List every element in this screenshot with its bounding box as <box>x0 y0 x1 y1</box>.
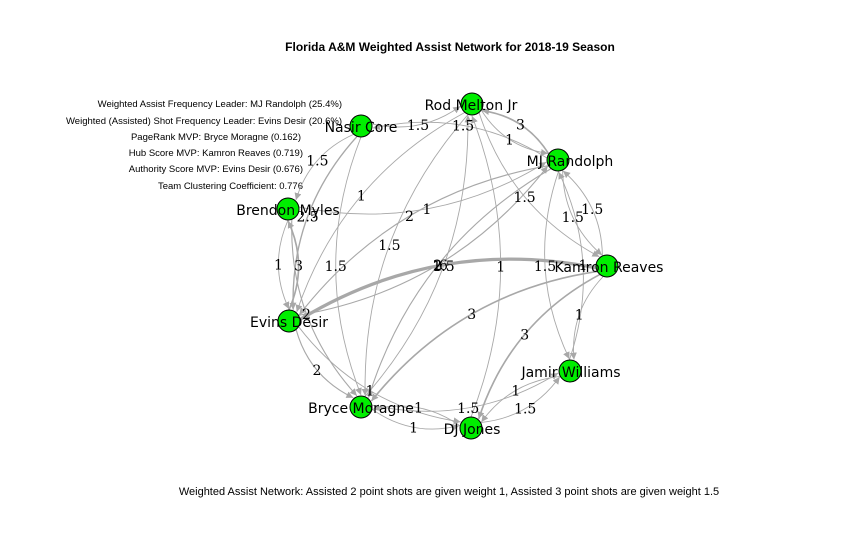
edges-layer <box>277 105 604 431</box>
edge-kamron-to-mj <box>562 170 603 257</box>
edge-weight-label: 2 <box>312 363 321 379</box>
edge-rod-to-kamron <box>478 112 600 258</box>
stat-authority-score-mvp: Authority Score MVP: Evins Desir (0.676) <box>129 164 303 175</box>
edge-weight-label: 2 <box>302 307 311 323</box>
edge-evins-to-bryce <box>295 329 354 399</box>
node-evins <box>277 309 301 333</box>
edge-weight-label: 1 <box>511 383 520 399</box>
edge-dj-to-jamir <box>480 376 560 423</box>
edge-mj-to-kamron <box>562 169 603 256</box>
edge-weight-label: 1.5 <box>534 259 556 275</box>
node-mj <box>546 148 570 172</box>
edge-evins-to-mj <box>298 165 549 316</box>
edge-weight-label: 1.5 <box>306 154 328 170</box>
edge-rod-to-mj <box>480 109 549 156</box>
stat-shot-frequency-leader: Weighted (Assisted) Shot Frequency Leade… <box>66 116 342 127</box>
edge-nasir-to-brendon <box>294 133 354 201</box>
edge-weight-label: 1 <box>414 401 423 417</box>
node-nasir <box>349 114 373 138</box>
node-label-jamir: Jamir Williams <box>520 365 620 381</box>
edge-bryce-to-jamir <box>371 372 559 412</box>
edge-jamir-to-mj <box>558 171 584 361</box>
stat-assist-frequency-leader: Weighted Assist Frequency Leader: MJ Ran… <box>98 99 342 110</box>
node-label-dj: DJ Jones <box>444 422 501 438</box>
edge-weight-label: 1.5 <box>513 190 535 206</box>
stats-panel: Weighted Assist Frequency Leader: MJ Ran… <box>66 99 342 192</box>
edge-mj-to-rod <box>481 108 550 155</box>
edge-weight-label: 1 <box>505 133 514 149</box>
edge-weight-label: 1.5 <box>407 118 429 134</box>
node-jamir <box>558 359 582 383</box>
edge-weight-label: 1.5 <box>452 118 474 134</box>
edge-weight-label: 1 <box>357 189 366 205</box>
edge-weight-label: 1 <box>579 258 588 274</box>
edge-weight-label: 1.5 <box>562 210 584 226</box>
stat-hub-score-mvp: Hub Score MVP: Kamron Reaves (0.719) <box>129 148 303 159</box>
edge-mj-to-nasir <box>372 121 548 159</box>
edge-weight-label: 3 <box>467 307 476 323</box>
node-label-brendon: Brendon Myles <box>236 203 339 219</box>
edge-mj-to-evins <box>298 165 549 316</box>
edge-weight-label: 3 <box>516 118 525 134</box>
edge-evins-to-brendon <box>287 220 300 311</box>
edge-dj-to-rod <box>470 115 502 418</box>
edge-weight-label: 3 <box>520 327 529 343</box>
node-label-mj: MJ Randolph <box>527 154 614 170</box>
node-kamron <box>595 254 619 278</box>
edge-weight-label: 1 <box>365 384 374 400</box>
node-bryce <box>349 395 373 419</box>
edge-bryce-to-rod <box>364 115 472 397</box>
node-label-kamron: Kamron Reaves <box>555 260 664 276</box>
edge-weight-label: 1.5 <box>514 402 536 418</box>
network-caption: Weighted Assist Network: Assisted 2 poin… <box>179 486 719 498</box>
edge-weight-label: 1.5 <box>581 202 603 218</box>
edge-weight-label: 1 <box>422 202 431 218</box>
edge-weight-label: 2 <box>433 258 442 274</box>
edge-nasir-to-bryce <box>335 136 362 396</box>
node-label-evins: Evins Desir <box>250 315 328 331</box>
edge-kamron-to-jamir <box>569 276 604 360</box>
node-label-bryce: Bryce Moragne <box>308 401 414 417</box>
edge-nasir-to-evins <box>289 135 358 310</box>
edge-rod-to-evins <box>295 112 466 312</box>
edge-weight-label: 1 <box>409 420 418 436</box>
edge-weight-label: 1 <box>496 260 505 276</box>
edge-weight-label: 3 <box>294 258 303 274</box>
edge-nasir-to-rod <box>371 105 461 128</box>
edge-weight-label: 1 <box>575 308 584 324</box>
node-rod <box>460 92 484 116</box>
edge-brendon-to-mj <box>298 161 547 215</box>
edge-jamir-to-dj <box>481 376 561 423</box>
edge-weight-label: 1.5 <box>325 259 347 275</box>
stat-pagerank-mvp: PageRank MVP: Bryce Moragne (0.162) <box>131 132 301 143</box>
node-brendon <box>276 197 300 221</box>
edge-kamron-to-bryce <box>370 270 598 402</box>
edge-mj-to-jamir <box>544 170 570 360</box>
chart-title: Florida A&M Weighted Assist Network for … <box>285 40 615 54</box>
edge-kamron-to-dj <box>477 273 601 420</box>
edge-weight-label: 1.5 <box>378 238 400 254</box>
edge-rod-to-bryce <box>361 114 469 396</box>
edge-brendon-to-evins <box>277 219 290 310</box>
stat-clustering-coefficient: Team Clustering Coefficient: 0.776 <box>158 181 303 192</box>
edge-weight-label: 1 <box>274 258 283 274</box>
edge-weight-label: 2.5 <box>296 210 318 226</box>
edge-weight-label: 2 <box>433 258 442 274</box>
node-label-rod: Rod Melton Jr <box>425 98 518 114</box>
edge-weight-label: 1.5 <box>457 401 479 417</box>
edge-weight-label: 1.5 <box>432 259 454 275</box>
edge-bryce-to-dj <box>371 408 460 431</box>
node-label-nasir: Nasir Core <box>325 120 398 136</box>
node-dj <box>459 416 483 440</box>
edge-weight-label: 2 <box>405 209 414 225</box>
edge-weight-label: 6 <box>439 258 448 274</box>
